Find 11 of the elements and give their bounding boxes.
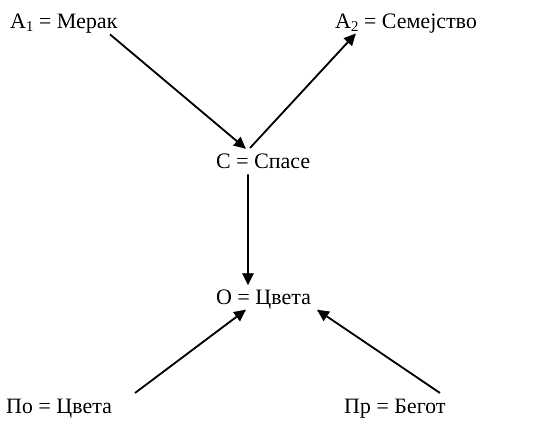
arrow — [242, 174, 254, 286]
arrow — [317, 310, 441, 394]
node-label: Пр = Бегот — [344, 393, 446, 420]
node-label: A$_{1}$ = Мерак — [10, 8, 118, 34]
node-label: A$_{2}$ = Семејство — [335, 8, 477, 34]
arrow — [134, 310, 246, 394]
node-label: C = Спасе — [216, 148, 310, 174]
arrow — [249, 34, 356, 149]
arrow — [109, 34, 246, 149]
node-label: По = Цвета — [6, 393, 112, 420]
node-label: O = Цвета — [216, 284, 311, 310]
